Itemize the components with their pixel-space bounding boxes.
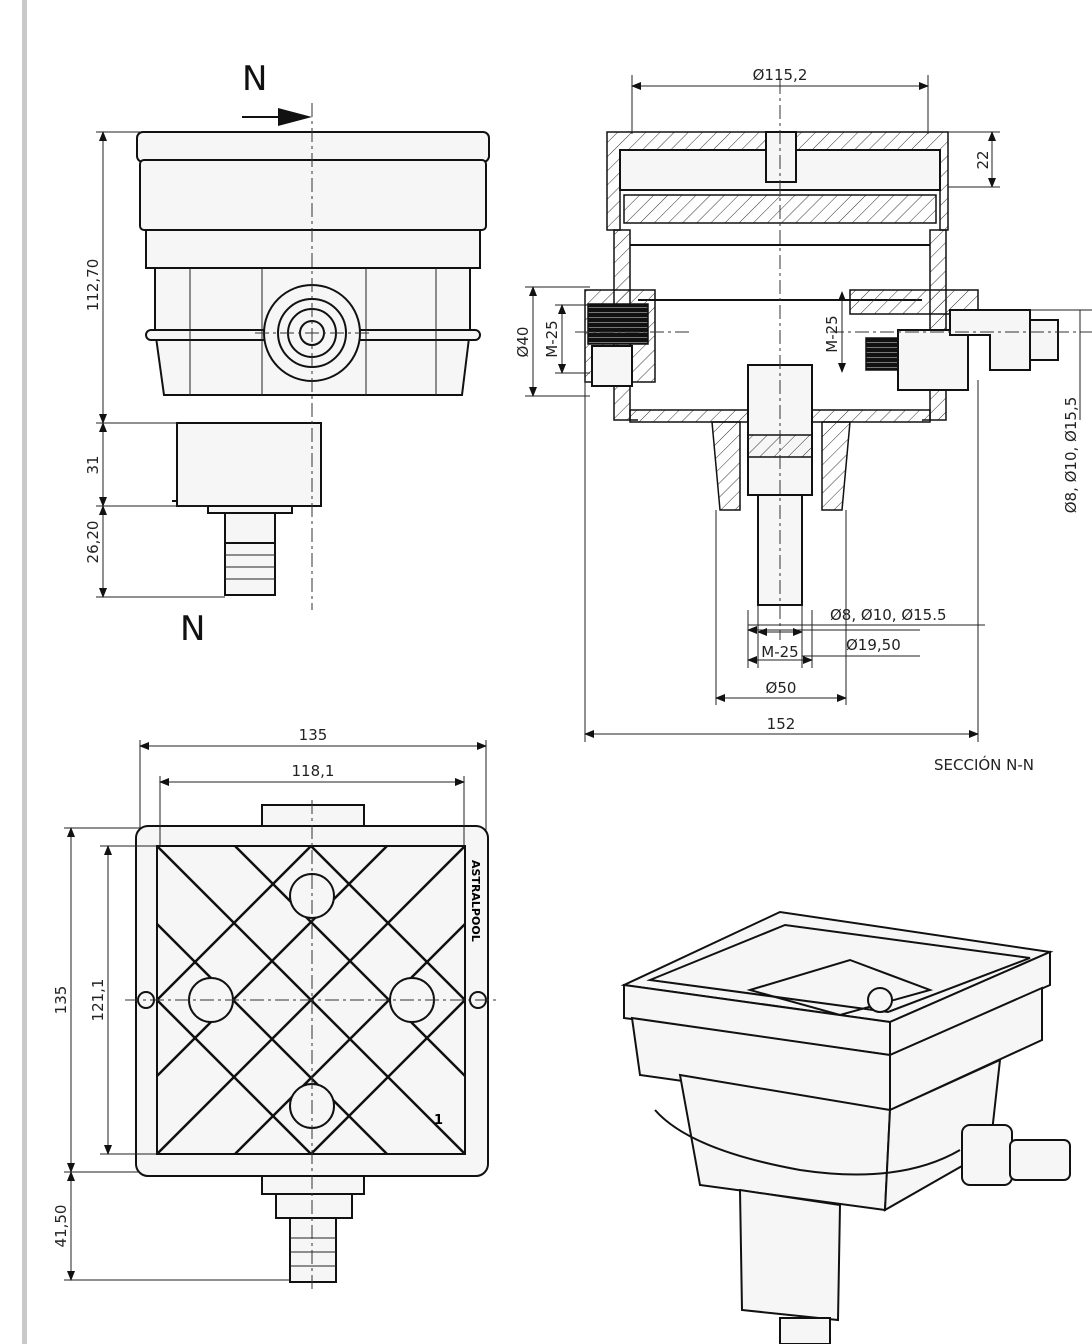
dim-152: 152 bbox=[767, 715, 796, 733]
dim-31: 31 bbox=[84, 455, 102, 474]
section-mark-top: N bbox=[242, 59, 267, 99]
dim-d115: Ø115,2 bbox=[753, 66, 808, 84]
brand-label: ASTRALPOOL bbox=[469, 860, 482, 942]
isometric-view bbox=[620, 910, 1071, 1344]
section-title: SECCIÓN N-N bbox=[934, 755, 1034, 774]
dim-side-outlet: Ø8, Ø10, Ø15,5 bbox=[1062, 397, 1080, 514]
sheet-border bbox=[22, 0, 27, 1344]
dim-d40: Ø40 bbox=[514, 327, 532, 358]
dim-135-width: 135 bbox=[299, 726, 328, 744]
dim-outlet: Ø8, Ø10, Ø15.5 bbox=[830, 606, 947, 624]
dim-d50: Ø50 bbox=[766, 679, 797, 697]
dim-m25-right: M-25 bbox=[823, 315, 841, 352]
dim-41-50: 41,50 bbox=[52, 1205, 70, 1248]
dim-m25-left: M-25 bbox=[543, 320, 561, 357]
dim-112-70: 112,70 bbox=[84, 259, 102, 312]
side-view: N N 112,70 31 bbox=[84, 59, 490, 649]
dim-22: 22 bbox=[974, 150, 992, 169]
top-view: ASTRALPOOL 1 135 118,1 135 121,1 41 bbox=[52, 726, 500, 1290]
dim-121-1: 121,1 bbox=[89, 979, 107, 1022]
part-mark: 1 bbox=[434, 1113, 443, 1128]
dim-26-20: 26,20 bbox=[84, 521, 102, 564]
dim-118-1: 118,1 bbox=[292, 762, 335, 780]
dim-d19-50: Ø19,50 bbox=[846, 636, 901, 654]
dim-135-height: 135 bbox=[52, 986, 70, 1015]
dim-m25-bottom: M-25 bbox=[761, 643, 798, 661]
section-view: Ø115,2 22 Ø40 M-25 M-25 Ø8, Ø10, Ø15,5 Ø… bbox=[514, 66, 1092, 774]
section-mark-bottom: N bbox=[180, 609, 205, 649]
